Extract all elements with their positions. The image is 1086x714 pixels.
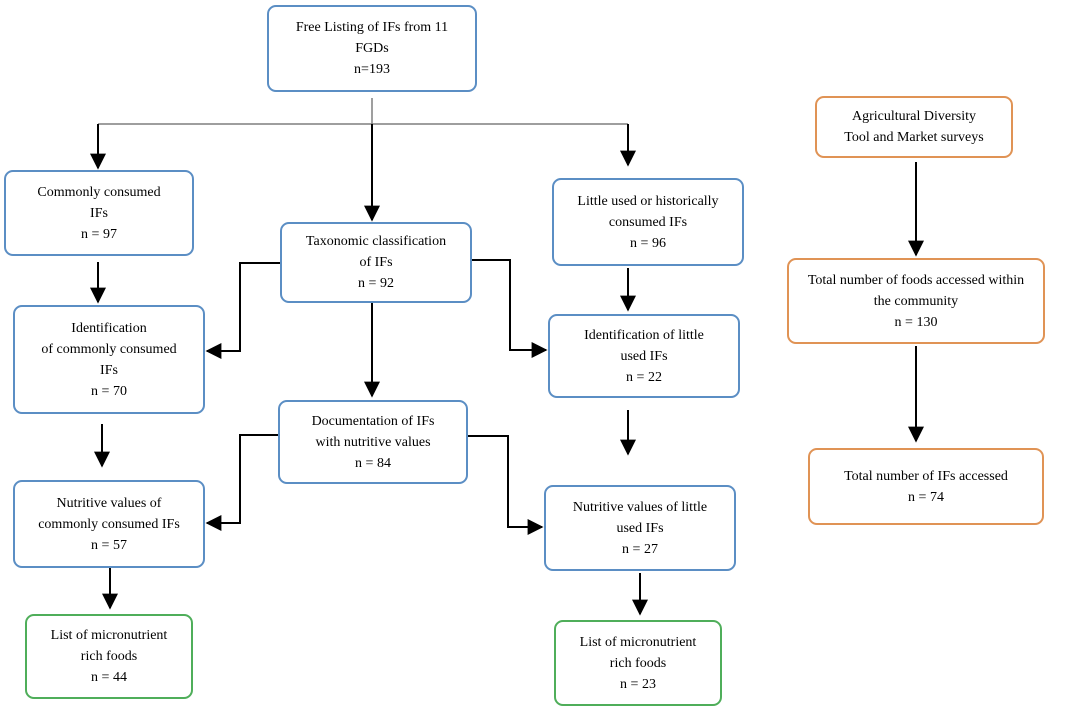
micronutrient-little-line: List of micronutrient bbox=[579, 634, 697, 650]
commonly-consumed-line: Commonly consumed bbox=[37, 184, 161, 200]
nutritive-little-line: used IFs bbox=[616, 520, 664, 536]
nutritive-little-box: Nutritive values of little used IFs n = … bbox=[544, 485, 736, 571]
total-ifs-box: Total number of IFs accessed n = 74 bbox=[808, 448, 1044, 525]
free-listing-line: FGDs bbox=[355, 41, 389, 56]
identification-little-box: Identification of little used IFs n = 22 bbox=[548, 314, 740, 398]
identification-common-line: Identification bbox=[71, 320, 147, 336]
micronutrient-common-count: n = 44 bbox=[91, 670, 127, 685]
commonly-consumed-count: n = 97 bbox=[81, 226, 117, 242]
documentation-line: with nutritive values bbox=[315, 434, 431, 450]
micronutrient-common-line: rich foods bbox=[80, 649, 138, 664]
total-ifs-line: Total number of IFs accessed bbox=[844, 468, 1008, 484]
arrow-documentation-to-nutritive-little bbox=[468, 435, 544, 535]
identification-common-line: IFs bbox=[100, 362, 118, 378]
commonly-consumed-line: IFs bbox=[90, 205, 108, 221]
free-listing-box: Free Listing of IFs from 11 FGDs n=193 bbox=[267, 5, 477, 92]
identification-little-line: Identification of little bbox=[584, 327, 704, 343]
nutritive-common-line: Nutritive values of bbox=[56, 495, 162, 511]
nutritive-common-count: n = 57 bbox=[91, 537, 127, 553]
taxonomic-line: Taxonomic classification bbox=[305, 234, 447, 249]
little-used-line: consumed IFs bbox=[608, 214, 688, 230]
agricultural-diversity-box: Agricultural Diversity Tool and Market s… bbox=[815, 96, 1013, 158]
identification-common-box: Identification of commonly consumed IFs … bbox=[13, 305, 205, 414]
micronutrient-little-line: rich foods bbox=[609, 655, 667, 671]
micronutrient-common-box: List of micronutrient rich foods n = 44 bbox=[25, 614, 193, 699]
total-foods-line: the community bbox=[873, 293, 959, 309]
micronutrient-common-line: List of micronutrient bbox=[50, 628, 168, 643]
arrow-taxonomic-to-id-little bbox=[472, 259, 548, 358]
documentation-count: n = 84 bbox=[355, 455, 391, 471]
identification-common-line: of commonly consumed bbox=[41, 341, 177, 357]
documentation-box: Documentation of IFs with nutritive valu… bbox=[278, 400, 468, 484]
total-foods-box: Total number of foods accessed within th… bbox=[787, 258, 1045, 344]
documentation-line: Documentation of IFs bbox=[311, 413, 435, 429]
little-used-box: Little used or historically consumed IFs… bbox=[552, 178, 744, 266]
total-ifs-count: n = 74 bbox=[908, 489, 944, 505]
micronutrient-little-count: n = 23 bbox=[620, 676, 656, 692]
taxonomic-line: of IFs bbox=[359, 255, 393, 270]
agricultural-diversity-line: Agricultural Diversity bbox=[851, 109, 977, 124]
nutritive-common-line: commonly consumed IFs bbox=[38, 516, 180, 532]
arrow-taxonomic-to-id-common bbox=[205, 262, 280, 359]
taxonomic-count: n = 92 bbox=[358, 276, 394, 291]
little-used-line: Little used or historically bbox=[577, 193, 719, 209]
identification-little-line: used IFs bbox=[620, 348, 668, 364]
arrow-documentation-to-nutritive-common bbox=[205, 434, 278, 531]
total-foods-line: Total number of foods accessed within bbox=[807, 272, 1025, 288]
nutritive-little-count: n = 27 bbox=[622, 541, 658, 557]
taxonomic-classification-box: Taxonomic classification of IFs n = 92 bbox=[280, 222, 472, 303]
micronutrient-little-box: List of micronutrient rich foods n = 23 bbox=[554, 620, 722, 706]
commonly-consumed-box: Commonly consumed IFs n = 97 bbox=[4, 170, 194, 256]
identification-common-count: n = 70 bbox=[91, 383, 127, 399]
total-foods-count: n = 130 bbox=[894, 314, 938, 330]
nutritive-common-box: Nutritive values of commonly consumed IF… bbox=[13, 480, 205, 568]
nutritive-little-line: Nutritive values of little bbox=[572, 499, 708, 515]
identification-little-count: n = 22 bbox=[626, 369, 662, 385]
agricultural-diversity-line: Tool and Market surveys bbox=[844, 130, 984, 145]
little-used-count: n = 96 bbox=[630, 235, 666, 251]
free-listing-count: n=193 bbox=[354, 62, 390, 77]
free-listing-line: Free Listing of IFs from 11 bbox=[295, 20, 449, 35]
